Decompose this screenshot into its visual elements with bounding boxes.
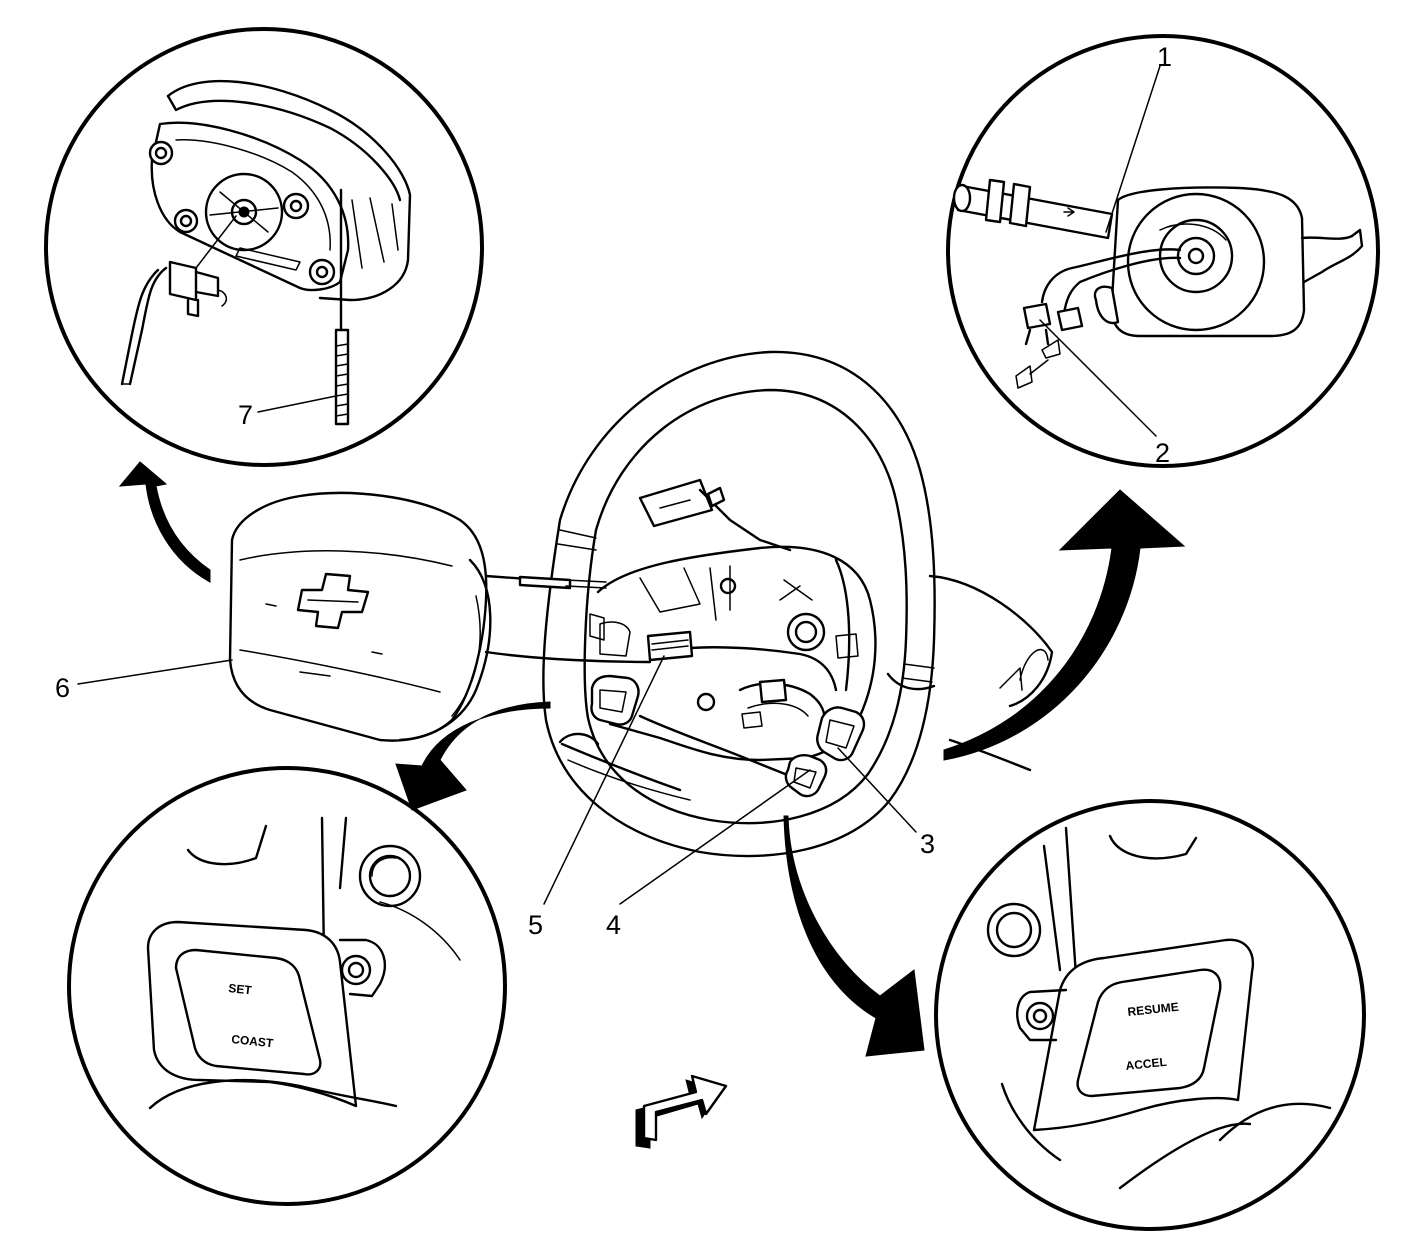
arrow-to-right-switch (783, 815, 925, 1057)
bowtie-logo-icon (296, 572, 370, 630)
coast-button-label: COAST (231, 1032, 275, 1050)
callout-5: 5 (528, 910, 543, 940)
callout-7: 7 (238, 400, 253, 430)
set-button-label: SET (228, 981, 253, 997)
arrow-to-clock-spring (943, 489, 1186, 761)
steering-wheel-assembly (542, 350, 1054, 858)
leader-lines (77, 65, 1161, 905)
detail-circle-clock-spring (946, 34, 1380, 468)
callout-4: 4 (606, 910, 621, 940)
callout-1: 1 (1157, 42, 1172, 72)
resume-button-label: RESUME (1127, 1000, 1180, 1019)
flow-arrows (118, 461, 1186, 1057)
callout-2: 2 (1155, 438, 1170, 468)
detail-circle-left-cruise-switch: SET COAST (67, 766, 507, 1206)
view-direction-arrow-icon (635, 1074, 728, 1149)
detail-circle-right-cruise-switch: RESUME ACCEL (934, 799, 1366, 1231)
arrow-to-left-switch (395, 701, 551, 811)
callout-6: 6 (55, 673, 70, 703)
airbag-module (228, 491, 652, 742)
arrow-to-airbag-back (118, 461, 211, 583)
callout-3: 3 (920, 829, 935, 859)
detail-circle-airbag-back (44, 27, 484, 467)
callout-labels: 1 2 3 4 5 6 7 (55, 42, 1172, 940)
accel-button-label: ACCEL (1125, 1055, 1168, 1073)
